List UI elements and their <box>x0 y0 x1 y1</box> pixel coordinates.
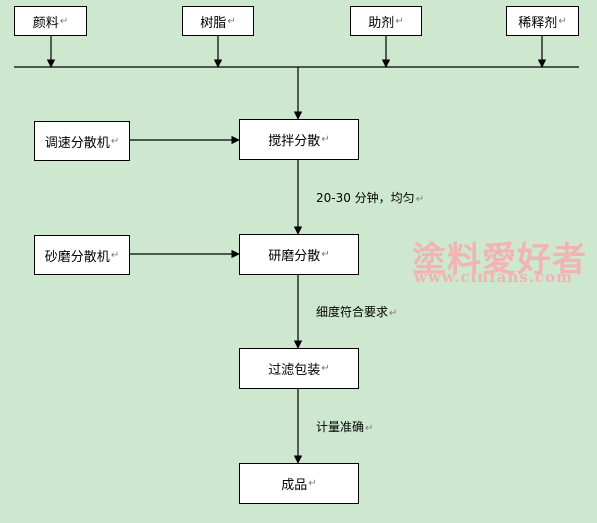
condition-stir-to-grind-text: 20-30 分钟，均匀 <box>316 191 415 205</box>
return-mark-icon: ↵ <box>308 478 317 489</box>
input-diluent-box: 稀释剂↵ <box>506 6 579 36</box>
input-additive-label: 助剂 <box>368 15 395 31</box>
step-stir-disperse-label: 搅拌分散 <box>268 134 321 149</box>
return-mark-icon: ↵ <box>227 15 236 27</box>
sand-mill-box: 砂磨分散机↵ <box>34 235 130 275</box>
condition-filter-to-product-text: 计量准确 <box>316 420 365 434</box>
step-grind-disperse-label: 研磨分散 <box>268 249 321 264</box>
high-speed-disperser-box: 调速分散机↵ <box>34 121 130 161</box>
condition-filter-to-product: 计量准确↵ <box>316 418 373 435</box>
input-pigment-label: 颜料 <box>32 15 59 31</box>
return-mark-icon: ↵ <box>395 15 404 27</box>
condition-grind-to-filter: 细度符合要求↵ <box>316 303 397 320</box>
condition-stir-to-grind: 20-30 分钟，均匀↵ <box>316 189 424 206</box>
step-finished-product-label: 成品 <box>281 478 308 493</box>
return-mark-icon: ↵ <box>321 134 330 145</box>
return-mark-icon: ↵ <box>415 194 425 205</box>
input-pigment-box: 颜料↵ <box>14 6 87 36</box>
step-stir-disperse-box: 搅拌分散↵ <box>239 119 359 160</box>
return-mark-icon: ↵ <box>558 15 567 27</box>
step-grind-disperse-box: 研磨分散↵ <box>239 234 359 275</box>
return-mark-icon: ↵ <box>321 249 330 260</box>
watermark-title: 塗料愛好者 <box>412 240 587 280</box>
step-finished-product-box: 成品↵ <box>239 463 359 504</box>
step-filter-pack-label: 过滤包装 <box>268 363 321 378</box>
return-mark-icon: ↵ <box>321 363 330 374</box>
condition-grind-to-filter-text: 细度符合要求 <box>316 305 389 319</box>
return-mark-icon: ↵ <box>110 249 120 261</box>
step-filter-pack-box: 过滤包装↵ <box>239 348 359 389</box>
input-diluent-label: 稀释剂 <box>518 15 558 31</box>
sand-mill-label: 砂磨分散机 <box>44 249 110 265</box>
watermark-url: www.cinfans.com <box>414 268 573 286</box>
high-speed-disperser-label: 调速分散机 <box>44 135 110 151</box>
input-additive-box: 助剂↵ <box>350 6 422 36</box>
return-mark-icon: ↵ <box>59 15 69 27</box>
return-mark-icon: ↵ <box>365 423 374 434</box>
input-resin-box: 树脂↵ <box>182 6 254 36</box>
input-resin-label: 树脂 <box>200 15 227 31</box>
return-mark-icon: ↵ <box>110 135 120 147</box>
return-mark-icon: ↵ <box>389 308 398 319</box>
